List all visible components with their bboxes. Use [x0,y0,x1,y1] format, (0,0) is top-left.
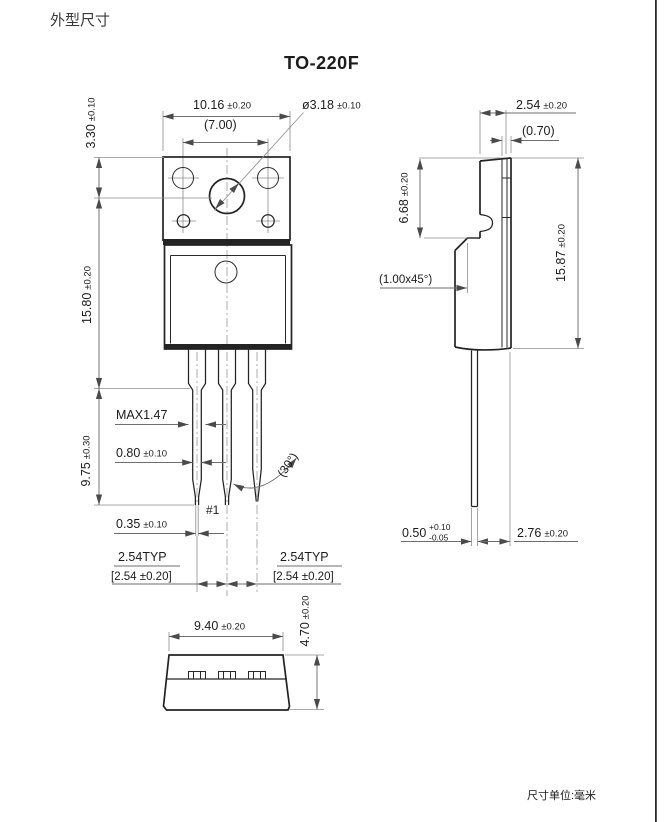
pitch-typ-right-label: 2.54TYP [280,550,329,564]
dim-hole-diameter: ø3.18±0.10 [214,98,361,211]
dim-front-width: 10.16±0.20 [162,98,291,151]
mounting-hole [208,177,246,215]
dim-lead-thickness-label: 0.50 [402,526,426,540]
dim-hole-span: (7.00) [183,118,268,146]
bottom-view [162,654,291,711]
side-outline [454,157,512,348]
bottom-lead-stubs [188,671,266,679]
tab-small-hole-left [176,214,191,228]
ejector-pin-mark [214,260,238,284]
dim-lead-width-label: 0.80±0.10 [116,446,167,460]
dim-chamfer-label: (1.00x45°) [379,274,432,286]
package-title: TO-220F [284,53,359,73]
unit-note: 尺寸单位:毫米 [527,788,596,802]
dim-lead-thickness: 0.50 +0.10 -0.05 [401,508,500,546]
dim-tab-thickness-label: 2.54±0.20 [516,98,567,112]
dim-lead-to-back-label: 2.76±0.20 [517,526,568,540]
lead-1 [187,349,207,505]
body-outline [163,244,293,350]
dim-lead-setback-label: (0.70) [522,124,555,138]
page-heading: 外型尺寸 [50,12,110,29]
side-lead [470,350,479,508]
side-notch [479,213,494,233]
dim-lead-width-max-label: MAX1.47 [116,408,167,422]
dim-lead-thickness-tol-plus: +0.10 [429,522,451,532]
dim-bottom-width: 9.40±0.20 [168,619,284,651]
dim-lead-setback: (0.70) [490,124,559,156]
dim-tip-angle: (30°) [233,450,301,492]
dim-hole-diameter-label: ø3.18±0.10 [302,98,361,112]
dim-tab-thickness: 2.54±0.20 [479,98,576,154]
pitch-typ-left-label: 2.54TYP [118,550,167,564]
hole-crosshairs [168,138,284,233]
dim-lead-thickness-tol-minus: -0.05 [429,533,449,543]
page-border-right [655,0,657,822]
dim-hole-span-label: (7.00) [204,118,237,132]
side-internal-lines [501,159,511,348]
dim-front-width-label: 10.16±0.20 [193,98,251,112]
front-view [162,138,293,596]
dim-bottom-depth-label: 4.70±0.20 [298,595,312,646]
dim-tab-height-label: 6.68±0.20 [397,172,411,223]
dim-bottom-depth: 4.70±0.20 [285,595,324,710]
dim-total-height: 15.87±0.20 [513,158,584,349]
dim-lead-to-back: 2.76±0.20 [480,352,578,546]
side-view [419,157,584,508]
body-draft-lines [170,255,286,344]
pin1-label: #1 [206,503,220,517]
dim-lead-tip-width-label: 0.35±0.10 [116,517,167,531]
dim-chamfer: (1.00x45°) [379,243,468,293]
dim-hole-offset-label: 3.30±0.10 [84,97,98,148]
dim-tip-angle-label: (30°) [275,450,301,480]
dim-lead-tip-width: 0.35±0.10 [114,517,224,537]
bottom-outline [162,654,291,711]
tab-corner-hole-left [172,167,194,189]
dim-tab-height: 6.68±0.20 [397,159,479,239]
dim-lead-width-max: MAX1.47 [115,408,226,428]
lead1-tip-extensions [195,505,199,592]
side-bottom-edge [454,346,512,351]
dim-total-height-label: 15.87±0.20 [554,224,568,282]
tab-small-hole-right [261,214,275,228]
dim-body-height-label: 15.80±0.20 [80,266,94,324]
dim-lead-width: 0.80±0.10 [115,446,226,466]
dim-lead-pitch: 2.54TYP [2.54 ±0.20] 2.54TYP [2.54 ±0.20… [111,550,342,588]
dim-left-chain: 3.30±0.10 15.80±0.20 9.75±0.30 [79,97,212,506]
dim-lead-length-label: 9.75±0.30 [79,435,93,486]
pitch-right-label: [2.54 ±0.20] [273,571,334,583]
dim-bottom-width-label: 9.40±0.20 [194,619,245,633]
tab-bottom-edge [163,239,290,245]
pitch-left-label: [2.54 ±0.20] [111,571,172,583]
lead-2 [217,349,237,505]
body-bottom-edge [164,344,292,350]
tab-corner-hole-right [257,167,279,189]
